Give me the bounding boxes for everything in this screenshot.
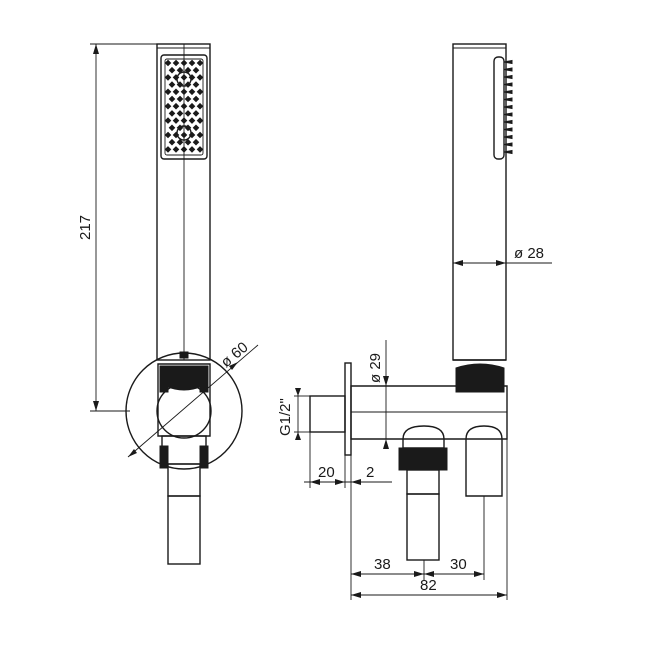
spray-nozzle (196, 117, 204, 124)
spray-nozzle (192, 95, 200, 103)
spray-nozzle (196, 59, 204, 67)
spray-nozzle (192, 66, 200, 74)
front-view: ø 60 (125, 43, 259, 565)
spray-nozzle (196, 74, 204, 81)
spray-nozzle (164, 102, 172, 110)
side-nozzle (503, 97, 513, 102)
spray-nozzle (184, 95, 192, 103)
spray-nozzle (188, 117, 196, 124)
spray-nozzle (196, 102, 204, 110)
spray-nozzle (164, 59, 172, 67)
spray-nozzle (192, 81, 200, 88)
spray-nozzle (168, 66, 176, 74)
side-nozzle (503, 82, 513, 87)
elbow-body (350, 385, 508, 440)
side-nozzle (503, 142, 513, 147)
spray-nozzle (184, 110, 192, 117)
spray-nozzle (192, 110, 200, 117)
spray-nozzle (180, 102, 188, 110)
spray-nozzle (164, 88, 172, 96)
thread-g12-label: G1/2" (277, 398, 294, 436)
dia-29-label: ø 29 (367, 353, 384, 383)
spray-nozzle (168, 110, 176, 117)
spray-nozzle (196, 88, 204, 96)
spray-face-panel (160, 54, 208, 160)
spray-nozzle (180, 131, 188, 139)
len-38-label: 38 (374, 556, 391, 573)
side-nozzle-row (503, 59, 513, 155)
spray-nozzle (176, 95, 184, 103)
side-nozzle (503, 112, 513, 117)
front-handle-body (156, 43, 211, 361)
spray-nozzle (188, 59, 196, 67)
spray-nozzle (188, 88, 196, 96)
spray-nozzle (168, 138, 176, 146)
spray-nozzle (164, 146, 172, 153)
spray-nozzle (168, 81, 176, 88)
spray-nozzle (184, 138, 192, 146)
spray-nozzle (192, 124, 200, 132)
len-82-label: 82 (420, 577, 437, 594)
spray-nozzle (176, 110, 184, 117)
spray-nozzle (180, 88, 188, 96)
len-20-label: 20 (318, 464, 335, 481)
spray-nozzle (196, 131, 204, 139)
side-nozzle (503, 134, 513, 140)
spray-nozzle (172, 88, 180, 96)
side-nozzle (503, 59, 513, 65)
dia-28-label: ø 28 (514, 245, 544, 262)
spray-nozzle (192, 138, 200, 146)
side-nozzle (503, 104, 513, 110)
side-nozzle (503, 89, 513, 95)
spray-nozzle (180, 74, 188, 81)
spray-nozzle (172, 102, 180, 110)
inlet-pipe (406, 493, 440, 561)
spray-nozzle-grid (164, 59, 204, 153)
side-nozzle (503, 149, 513, 155)
side-nozzle (503, 67, 513, 72)
front-hose (167, 495, 201, 565)
spray-nozzle (188, 146, 196, 153)
spray-nozzle (172, 117, 180, 124)
spray-nozzle (180, 117, 188, 124)
spray-nozzle (164, 117, 172, 124)
spray-nozzle (176, 138, 184, 146)
spray-nozzle (172, 59, 180, 67)
spray-nozzle (196, 146, 204, 153)
spray-nozzle (188, 102, 196, 110)
len-30-label: 30 (450, 556, 467, 573)
spray-nozzle (164, 74, 172, 81)
spray-nozzle (168, 95, 176, 103)
side-handle-body (452, 43, 507, 361)
spray-nozzle (164, 131, 172, 139)
spray-nozzle (180, 59, 188, 67)
side-nozzle (503, 74, 513, 80)
spray-nozzle (168, 124, 176, 132)
height-217-label: 217 (77, 215, 94, 240)
side-view: ø 28 ø 29 G1/2" 20 2 38 30 (277, 43, 552, 600)
wall-plate (344, 362, 352, 456)
side-nozzle (503, 127, 513, 132)
side-nozzle (503, 119, 513, 125)
spray-nozzle (172, 146, 180, 153)
len-2-label: 2 (366, 464, 374, 481)
height-dimension: 217 (77, 43, 157, 412)
spray-nozzle (180, 146, 188, 153)
